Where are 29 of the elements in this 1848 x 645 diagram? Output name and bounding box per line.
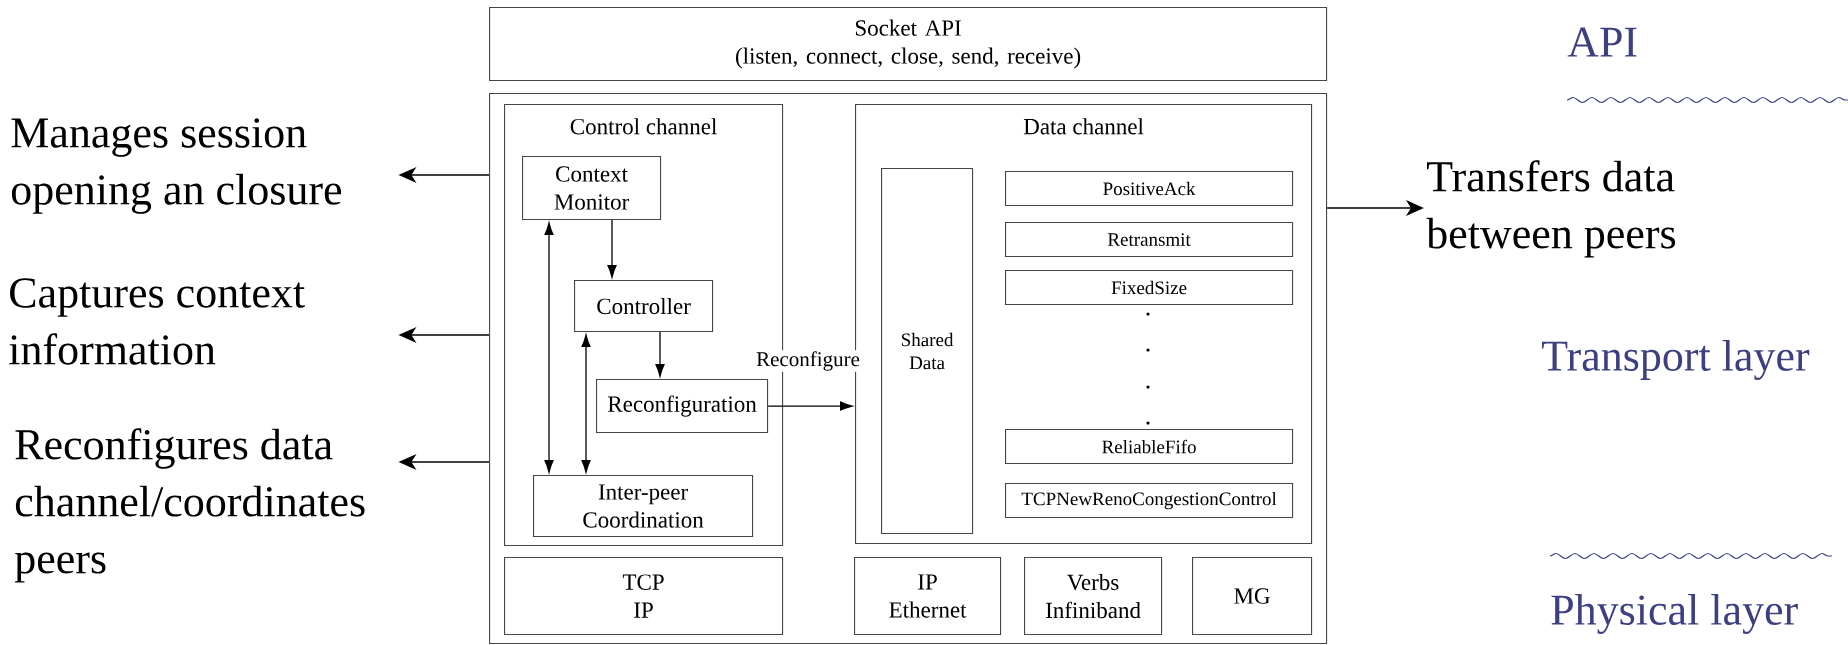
data-store-box: Shared Data — [881, 168, 974, 535]
layer-box — [489, 93, 1328, 645]
layer-label: Transport layer — [1542, 340, 1810, 380]
process-box: Inter-peer Coordination — [533, 475, 754, 538]
process-box: Context Monitor — [522, 156, 662, 221]
annotation-text: Transfers data between peers — [1426, 160, 1676, 258]
layer-label: API — [1567, 27, 1637, 57]
arrow — [544, 222, 554, 473]
protocol-box: MG — [1192, 557, 1313, 636]
module-box: TCPNewRenoCongestionControl — [1005, 483, 1294, 519]
process-box: Controller — [574, 280, 714, 333]
edge-label: Reconfigure — [755, 350, 861, 372]
arrow — [607, 219, 617, 278]
protocol-box: IP Ethernet — [854, 557, 1002, 636]
arrow — [655, 331, 665, 377]
module-box: ReliableFifo — [1005, 429, 1294, 465]
module-box: Retransmit — [1005, 222, 1294, 258]
process-box: Reconfiguration — [596, 379, 769, 434]
module-box: FixedSize — [1005, 270, 1294, 306]
api-box: Socket API (listen, connect, close, send, receive) — [489, 7, 1328, 82]
protocol-box: Verbs Infiniband — [1024, 557, 1163, 636]
arrow — [767, 401, 853, 411]
annotation-text: Captures context information — [9, 278, 305, 365]
protocol-box: TCP IP — [504, 557, 784, 636]
annotation-text: Reconfigures data channel/coordinates peers — [14, 428, 365, 583]
layer-label: Physical layer — [1551, 594, 1798, 634]
annotation-text: Manages session opening an closure — [11, 118, 342, 214]
arrow — [581, 334, 591, 473]
module-box: PositiveAck — [1005, 171, 1294, 207]
